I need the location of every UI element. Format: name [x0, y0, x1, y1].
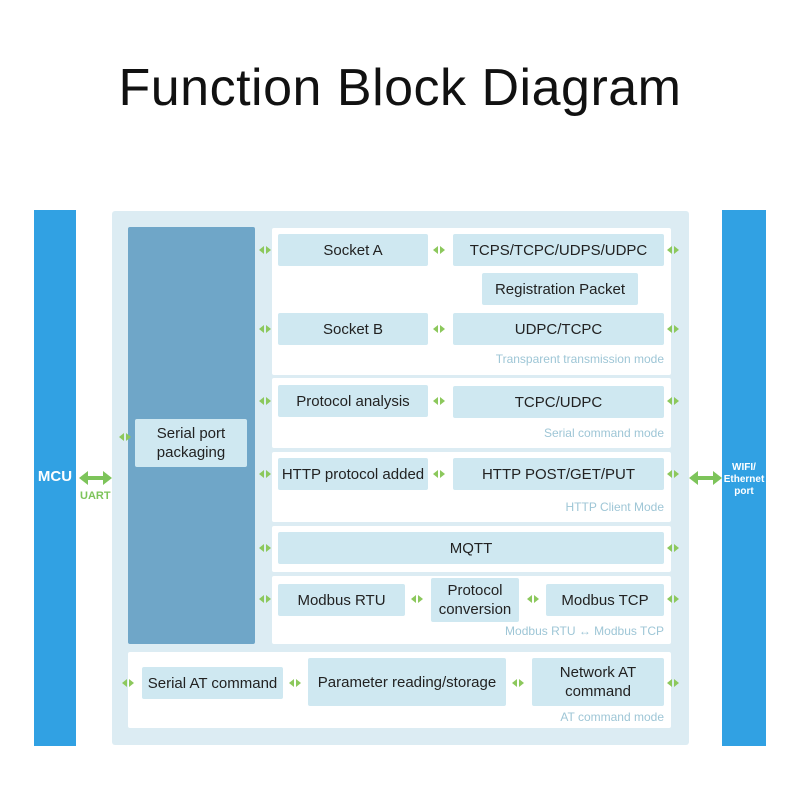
modbus-mode-label: Modbus RTU ↔ Modbus TCP	[505, 624, 664, 638]
serial-at-command-box: Serial AT command	[142, 667, 283, 699]
wifi-ethernet-bar: WIFI/ Ethernet port	[722, 210, 766, 746]
http-client-mode-label: HTTP Client Mode	[565, 500, 664, 514]
network-at-line1: Network AT	[559, 664, 637, 681]
tcps-box: TCPS/TCPC/UDPS/UDPC	[453, 234, 664, 266]
parameter-storage-box: Parameter reading/storage	[308, 658, 506, 706]
wifi-arrow	[689, 471, 722, 485]
registration-packet-box: Registration Packet	[482, 273, 638, 305]
tcpc-udpc-box: TCPC/UDPC	[453, 386, 664, 418]
network-at-command-box: Network AT command	[532, 658, 664, 706]
conversion-line1: Protocol	[447, 582, 503, 599]
udpc-tcpc-box: UDPC/TCPC	[453, 313, 664, 345]
packaging-line1: Serial port	[156, 425, 226, 442]
serial-port-packaging-box: Serial port packaging	[135, 419, 247, 467]
protocol-analysis-box: Protocol analysis	[278, 385, 428, 417]
modbus-tcp-box: Modbus TCP	[546, 584, 664, 616]
socket-a-box: Socket A	[278, 234, 428, 266]
uart-arrow	[79, 471, 112, 485]
protocol-conversion-box: Protocol conversion	[431, 578, 519, 622]
serial-command-mode-label: Serial command mode	[543, 426, 664, 440]
packaging-line2: packaging	[156, 444, 226, 461]
wifi-label-line3: port	[734, 486, 754, 497]
modbus-rtu-box: Modbus RTU	[278, 584, 405, 616]
wifi-label: WIFI/ Ethernet port	[722, 462, 766, 498]
diagram-title: Function Block Diagram	[118, 59, 682, 117]
conversion-line2: conversion	[438, 601, 512, 618]
mcu-bar: MCU	[34, 210, 76, 746]
socket-b-box: Socket B	[278, 313, 428, 345]
uart-label: UART	[80, 490, 111, 502]
http-methods-box: HTTP POST/GET/PUT	[453, 458, 664, 490]
http-protocol-added-box: HTTP protocol added	[278, 458, 428, 490]
mqtt-box: MQTT	[278, 532, 664, 564]
transparent-mode-label: Transparent transmission mode	[495, 352, 664, 366]
wifi-label-line1: WIFI/	[732, 462, 756, 473]
network-at-line2: command	[565, 683, 631, 700]
at-command-mode-label: AT command mode	[560, 710, 664, 724]
mcu-label: MCU	[37, 468, 73, 485]
wifi-label-line2: Ethernet	[723, 474, 765, 485]
